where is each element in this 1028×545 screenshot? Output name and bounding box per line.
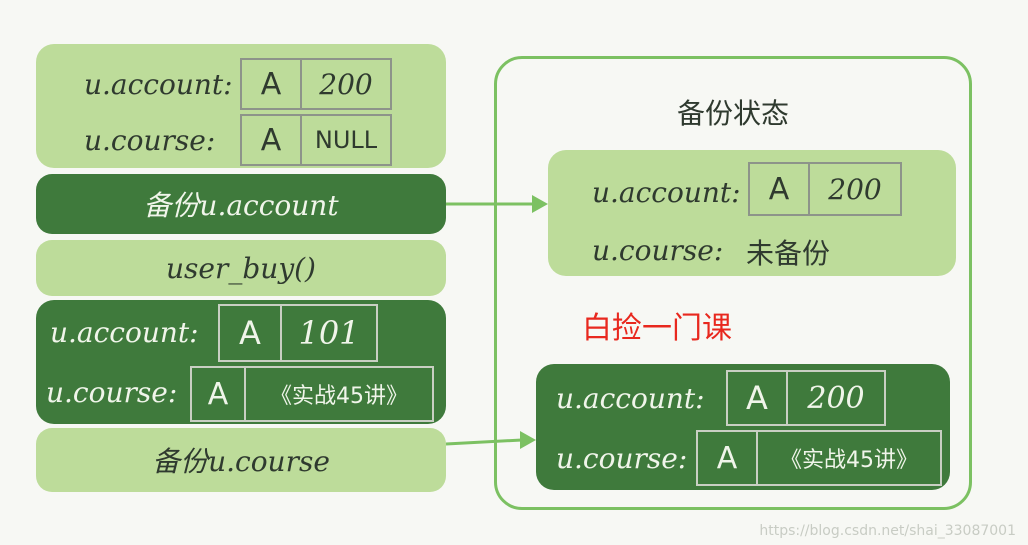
free-course-note: 白捡一门课: [582, 311, 732, 346]
course-label: u.course:: [592, 234, 724, 267]
backup-account-step: 备份u.account: [36, 174, 446, 234]
backup-state-frame: [494, 56, 972, 510]
snapshot-1-block: u.account: A 200 u.course: 未备份: [548, 150, 956, 276]
initial-state-block: u.account: A 200 u.course: A NULL: [36, 44, 446, 168]
course-cell: A 《实战45讲》: [190, 366, 434, 422]
course-label: u.course:: [556, 442, 688, 475]
account-label: u.account:: [592, 176, 741, 209]
after-buy-state-block: u.account: A 101 u.course: A 《实战45讲》: [36, 300, 446, 424]
backup-course-step: 备份u.course: [36, 428, 446, 492]
course-name: A: [716, 440, 738, 476]
user-buy-step: user_buy(): [36, 240, 446, 296]
account-value: 200: [828, 172, 882, 206]
account-cell: A 101: [218, 304, 378, 362]
course-name: A: [260, 122, 282, 158]
account-cell: A 200: [240, 58, 392, 110]
course-value: NULL: [314, 126, 378, 154]
course-cell: A NULL: [240, 114, 392, 166]
account-cell: A 200: [748, 162, 902, 216]
account-value: 101: [298, 314, 360, 352]
account-cell: A 200: [726, 370, 886, 426]
account-name: A: [746, 379, 768, 417]
watermark: https://blog.csdn.net/shai_33087001: [759, 523, 1016, 539]
snapshot-2-block: u.account: A 200 u.course: A 《实战45讲》: [536, 364, 950, 490]
account-label: u.account:: [556, 382, 705, 415]
course-name: A: [207, 376, 229, 412]
account-label: u.account:: [50, 316, 199, 349]
account-name: A: [239, 314, 261, 352]
arrow-backup-course: [445, 431, 536, 449]
course-value: 《实战45讲》: [270, 384, 408, 409]
course-cell: A 《实战45讲》: [696, 430, 942, 486]
course-value: 未备份: [746, 237, 831, 270]
course-label: u.course:: [46, 376, 178, 409]
backup-course-label: 备份u.course: [152, 445, 330, 478]
account-value: 200: [319, 67, 373, 101]
account-value: 200: [807, 380, 865, 416]
course-value: 《实战45讲》: [780, 448, 918, 473]
user-buy-label: user_buy(): [166, 251, 316, 285]
account-name: A: [260, 66, 282, 102]
arrow-backup-account: [446, 195, 548, 213]
account-label: u.account:: [84, 68, 233, 101]
account-name: A: [768, 171, 790, 207]
backup-account-label: 备份u.account: [143, 189, 339, 222]
backup-state-title: 备份状态: [676, 97, 789, 130]
course-label: u.course:: [84, 124, 216, 157]
